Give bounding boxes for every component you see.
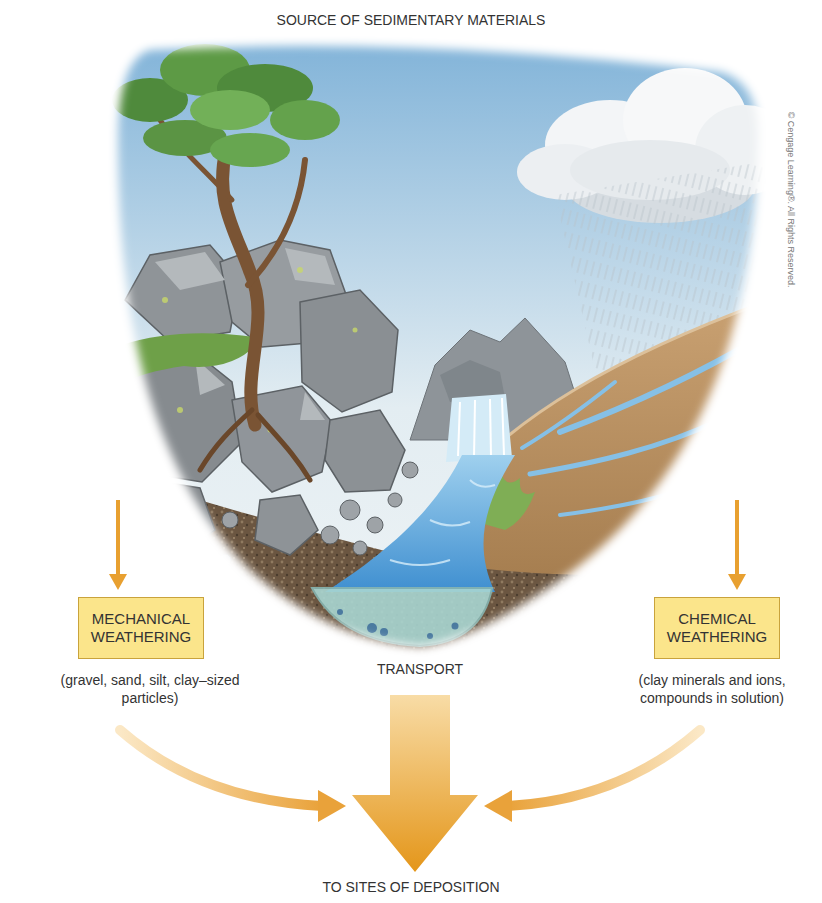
stream [325,455,515,592]
diagram-title: SOURCE OF SEDIMENTARY MATERIALS [277,12,546,30]
watermark: © Cengage Learning®. All Rights Reserved… [784,112,795,288]
waterfall-streaks [458,398,504,458]
particle-note: (gravel, sand, silt, clay–sized particle… [60,672,240,707]
ridge [470,300,770,470]
transport-arrow [352,695,478,872]
grass [122,333,262,384]
waterfall [446,394,512,462]
process-box: MECHANICAL WEATHERING [78,597,205,659]
process-label: TRANSPORT [377,661,463,679]
weathering-arrows [109,500,746,590]
channel-section [312,588,492,646]
box-label: MECHANICAL WEATHERING [91,610,192,646]
stream-ripples [390,480,495,565]
destination-label: TO SITES OF DEPOSITION [322,879,499,897]
boulders [120,240,405,555]
runoff-streams [522,335,765,515]
landscape [100,30,795,670]
channel-pebbles [337,609,459,639]
box-label: CHEMICAL WEATHERING [667,610,768,646]
particle-note: (clay minerals and ions, compounds in so… [620,672,805,707]
tree [112,44,340,480]
process-box: CHEMICAL WEATHERING [654,597,781,659]
